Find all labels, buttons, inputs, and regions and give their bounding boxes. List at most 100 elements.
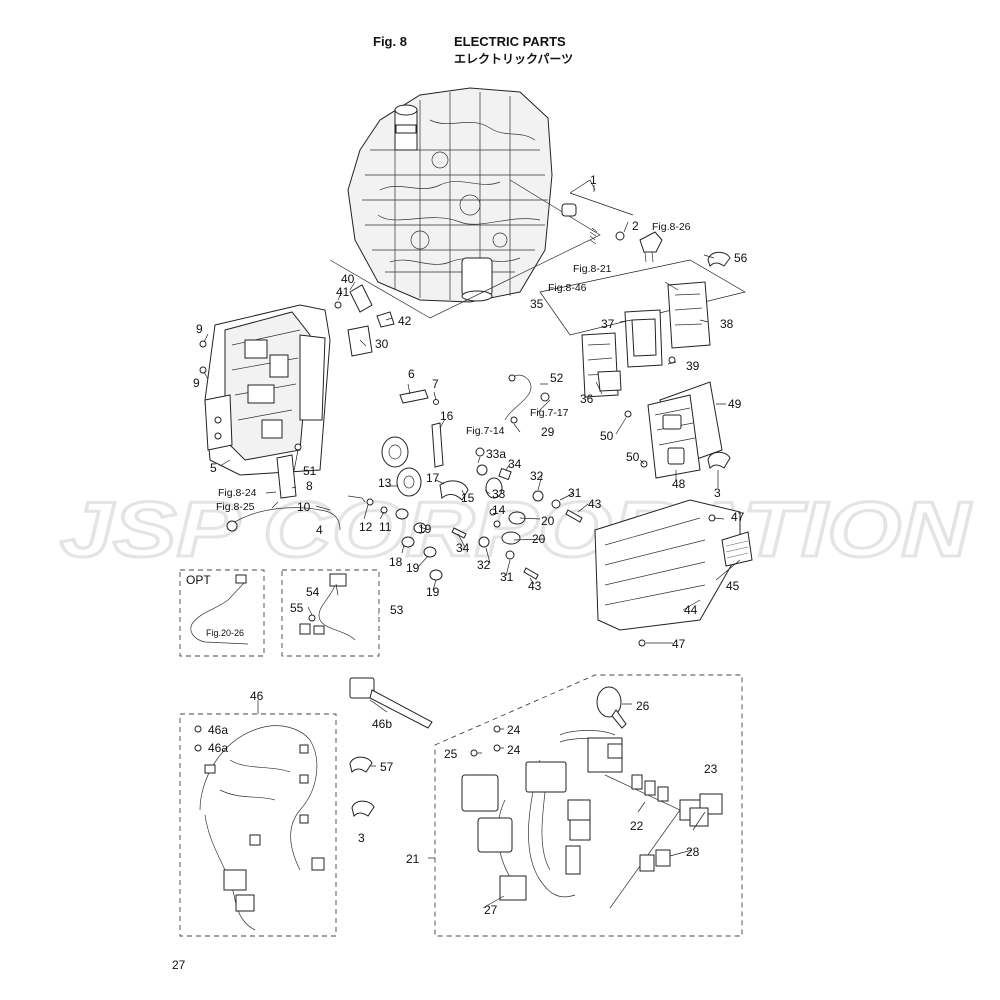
- callout-4: 4: [316, 523, 323, 537]
- ecu-bracket-group: [539, 259, 746, 398]
- callout-36: 36: [580, 392, 594, 406]
- fastener-stack-lower: [366, 498, 539, 581]
- part-30-cover: [347, 325, 373, 357]
- part-21-main-harness: [461, 730, 681, 909]
- callout-13: 13: [378, 476, 392, 490]
- callout-28: 28: [686, 845, 700, 859]
- callout-49: 49: [728, 397, 742, 411]
- part-29-nut: [510, 416, 518, 424]
- part-46b-cable-tie: [349, 677, 433, 729]
- callout-12: 12: [359, 520, 373, 534]
- box-21: [434, 674, 743, 937]
- part-51-screw: [294, 443, 302, 451]
- callout-47-lower: 47: [672, 637, 686, 651]
- part-5-electric-box: [199, 304, 331, 476]
- callout-2: 2: [632, 219, 639, 233]
- box-46: [179, 713, 337, 937]
- part-3-clip-lower: [351, 800, 375, 817]
- callout-52: 52: [550, 371, 564, 385]
- ecu-module-group: [624, 381, 723, 479]
- callout-42: 42: [398, 314, 412, 328]
- opt-label: OPT: [186, 573, 211, 587]
- part-40-bracket: [349, 284, 373, 313]
- fastener-stack-upper: [475, 447, 583, 528]
- ref-fig-8-24: Fig.8-24: [218, 487, 257, 499]
- callout-32-lower: 32: [477, 558, 491, 572]
- part-24-screw-a: [493, 725, 501, 733]
- callout-20-upper: 20: [541, 514, 555, 528]
- callout-26: 26: [636, 699, 650, 713]
- callout-19-lower: 19: [426, 585, 440, 599]
- callout-6: 6: [408, 367, 415, 381]
- callout-16: 16: [440, 409, 454, 423]
- part-6-plate: [399, 389, 429, 404]
- figure-number: Fig. 8: [373, 34, 407, 49]
- box-53: [281, 569, 380, 657]
- callout-3-lower: 3: [358, 831, 365, 845]
- ref-fig-8-25: Fig.8-25: [216, 501, 255, 513]
- ref-fig-8-26: Fig.8-26: [652, 221, 691, 233]
- callout-37: 37: [601, 317, 615, 331]
- part-26-sensor: [596, 686, 627, 729]
- part-53-harness: [318, 582, 356, 641]
- callout-55: 55: [290, 601, 304, 615]
- part-24-screw-b: [493, 744, 501, 752]
- callout-44: 44: [684, 603, 698, 617]
- callout-29: 29: [541, 425, 555, 439]
- callout-47-upper: 47: [731, 510, 745, 524]
- callout-43-lower: 43: [528, 579, 542, 593]
- part-16-bracket: [431, 422, 444, 468]
- callout-46a-upper: 46a: [208, 723, 228, 737]
- callout-46a-lower: 46a: [208, 741, 228, 755]
- callout-1: 1: [590, 173, 597, 187]
- callout-18: 18: [389, 555, 403, 569]
- part-52-wire: [504, 374, 532, 421]
- callout-33a: 33a: [486, 447, 506, 461]
- callout-39: 39: [686, 359, 700, 373]
- callout-8: 8: [306, 479, 313, 493]
- callout-9-lower: 9: [193, 376, 200, 390]
- part-42-clip: [376, 311, 395, 328]
- part-23-relays: [679, 793, 723, 827]
- callout-38: 38: [720, 317, 734, 331]
- callout-33: 33: [492, 487, 506, 501]
- part-3-clip: [707, 451, 731, 469]
- opt-harness-illustration: [190, 577, 249, 645]
- callout-45: 45: [726, 579, 740, 593]
- part-13-rectifier: [381, 436, 469, 501]
- callout-7: 7: [432, 377, 439, 391]
- callout-21: 21: [406, 852, 420, 866]
- callout-46: 46: [250, 689, 264, 703]
- callout-43-upper: 43: [588, 497, 602, 511]
- callout-35: 35: [530, 297, 544, 311]
- page-number: 27: [172, 958, 186, 972]
- callout-34-upper: 34: [508, 457, 522, 471]
- callout-31-lower: 31: [500, 570, 514, 584]
- engine-block-illustration: [329, 87, 601, 319]
- callout-56: 56: [734, 251, 748, 265]
- callout-54: 54: [306, 585, 320, 599]
- ref-fig-8-21: Fig.8-21: [573, 263, 612, 275]
- callout-5: 5: [210, 461, 217, 475]
- callout-14: 14: [492, 503, 506, 517]
- part-41-screw: [334, 301, 342, 309]
- callout-25: 25: [444, 747, 458, 761]
- part-25-screw: [470, 749, 478, 757]
- callout-40: 40: [341, 272, 355, 286]
- callout-50-lower: 50: [626, 450, 640, 464]
- figure-title: ELECTRIC PARTS: [454, 34, 566, 49]
- callout-53: 53: [390, 603, 404, 617]
- part-28-relays: [639, 849, 671, 872]
- callout-57: 57: [380, 760, 394, 774]
- callout-41: 41: [336, 285, 350, 299]
- callout-24-upper: 24: [507, 723, 521, 737]
- callout-31-upper: 31: [568, 486, 582, 500]
- part-46-harness: [194, 725, 325, 931]
- part-8-bracket: [276, 454, 297, 499]
- callout-30: 30: [375, 337, 389, 351]
- callout-50-upper: 50: [600, 429, 614, 443]
- callout-15: 15: [461, 491, 475, 505]
- callout-34-lower: 34: [456, 541, 470, 555]
